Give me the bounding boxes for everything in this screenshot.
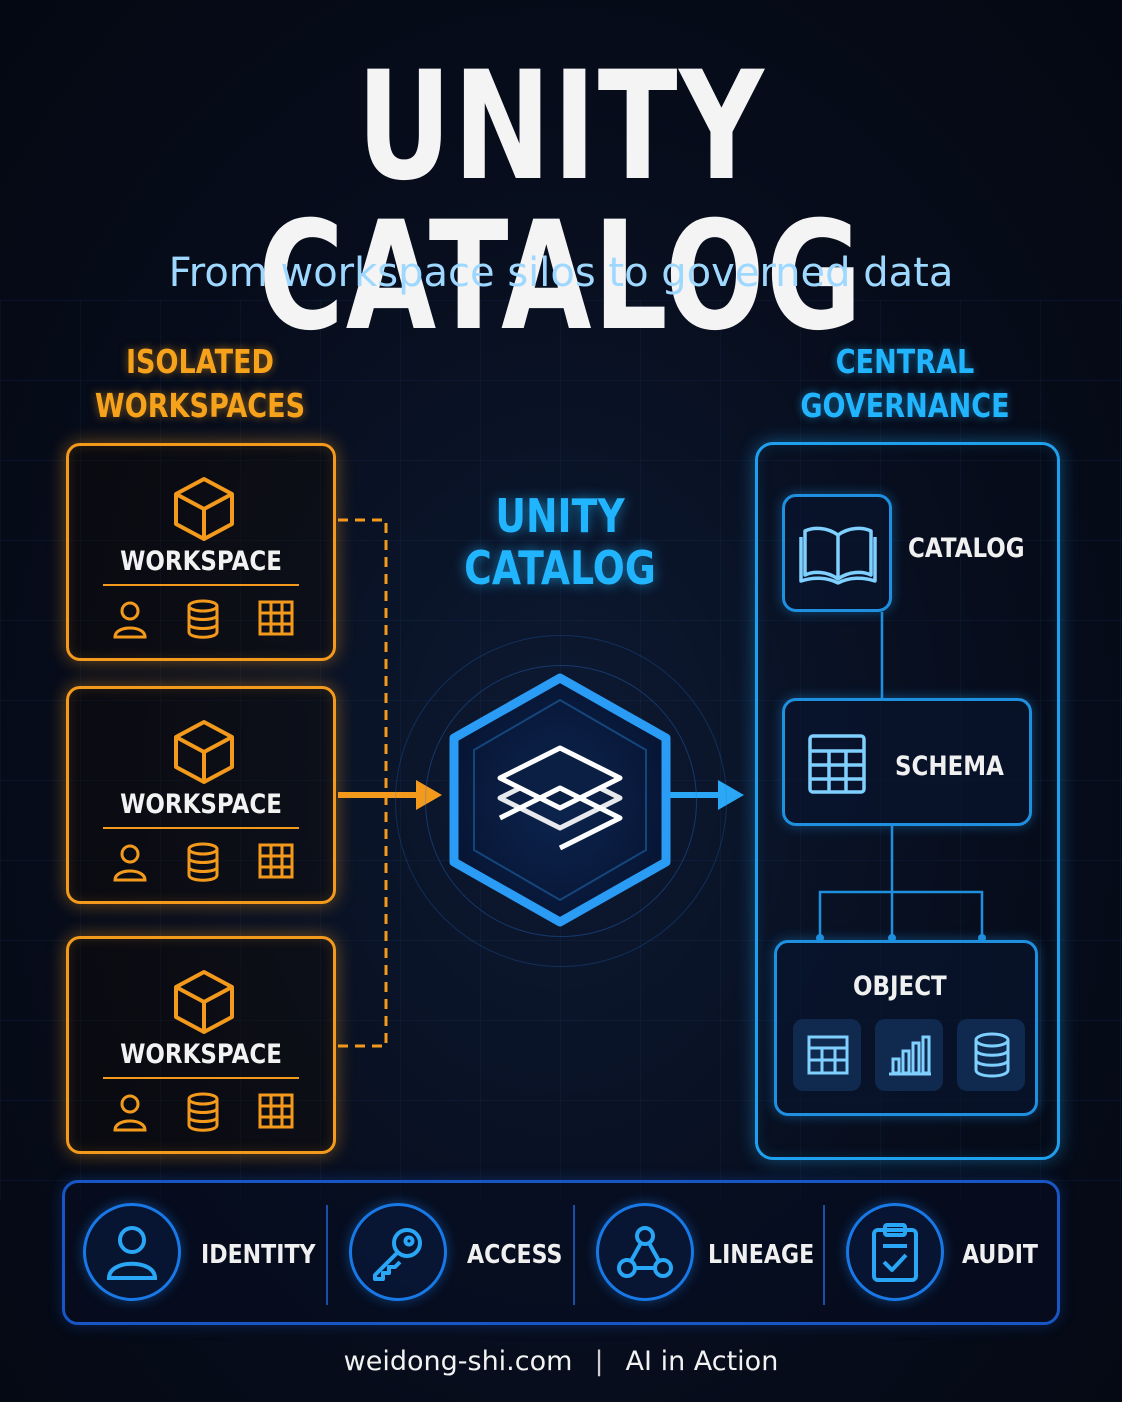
divider xyxy=(103,1077,299,1079)
user-icon xyxy=(113,601,147,639)
pillar-label: IDENTITY xyxy=(201,1240,316,1270)
bar-chart-icon xyxy=(889,1035,931,1076)
pillar-label: ACCESS xyxy=(467,1240,563,1270)
footer-separator: | xyxy=(594,1346,604,1377)
object-label: OBJECT xyxy=(853,971,947,1002)
isolated-workspaces-heading: ISOLATED WORKSPACES xyxy=(69,340,331,428)
heading-line: UNITY xyxy=(495,489,625,543)
heading-line: ISOLATED xyxy=(125,342,275,381)
object-database-tile[interactable] xyxy=(957,1019,1025,1091)
schema-label: SCHEMA xyxy=(895,751,1004,782)
workspace-label: WORKSPACE xyxy=(120,1039,282,1070)
unity-catalog-heading: UNITY CATALOG xyxy=(429,490,691,594)
divider xyxy=(103,827,299,829)
pillar-label: LINEAGE xyxy=(708,1240,815,1270)
person-icon xyxy=(106,1226,158,1280)
object-box[interactable]: OBJECT xyxy=(774,940,1038,1116)
footer: weidong-shi.com | AI in Action xyxy=(0,1346,1122,1377)
page-title: UNITY CATALOG xyxy=(258,40,864,364)
workspace-label: WORKSPACE xyxy=(120,789,282,820)
object-branch-line xyxy=(818,890,984,938)
object-table-tile[interactable] xyxy=(793,1019,861,1091)
unity-catalog-hub[interactable] xyxy=(395,630,727,970)
object-chart-tile[interactable] xyxy=(875,1019,943,1091)
page-subtitle: From workspace silos to governed data xyxy=(168,250,954,296)
governance-pillars-bar: IDENTITY ACCESS LINEAGE AUDIT xyxy=(62,1180,1060,1325)
catalog-box[interactable] xyxy=(782,494,892,612)
cube-icon xyxy=(174,477,234,541)
table-icon xyxy=(258,843,294,879)
database-icon xyxy=(187,599,219,639)
key-icon xyxy=(373,1228,422,1281)
footer-tagline: AI in Action xyxy=(625,1346,779,1377)
pillar-access[interactable]: ACCESS xyxy=(329,1183,573,1322)
pillar-lineage[interactable]: LINEAGE xyxy=(576,1183,822,1322)
database-icon xyxy=(187,842,219,882)
central-governance-heading: CENTRAL GOVERNANCE xyxy=(774,340,1036,428)
heading-line: GOVERNANCE xyxy=(800,386,1010,425)
clipboard-check-icon xyxy=(872,1223,918,1282)
table-icon xyxy=(258,600,294,636)
workspace-card[interactable]: WORKSPACE xyxy=(66,936,336,1154)
catalog-label: CATALOG xyxy=(908,533,1025,564)
book-icon xyxy=(799,526,877,585)
access-icon-circle xyxy=(349,1203,447,1301)
workspace-card[interactable]: WORKSPACE xyxy=(66,686,336,904)
halo-ring xyxy=(425,665,697,937)
dashed-connector-top xyxy=(338,518,388,1048)
pillar-divider xyxy=(573,1205,575,1305)
table-icon xyxy=(807,1035,849,1075)
pillar-label: AUDIT xyxy=(962,1240,1039,1270)
pillar-identity[interactable]: IDENTITY xyxy=(65,1183,325,1322)
heading-line: CATALOG xyxy=(464,541,656,595)
pillar-divider xyxy=(823,1205,825,1305)
user-icon xyxy=(113,844,147,882)
workspace-label: WORKSPACE xyxy=(120,546,282,577)
workspace-card[interactable]: WORKSPACE xyxy=(66,443,336,661)
table-icon xyxy=(258,1093,294,1129)
lineage-icon-circle xyxy=(596,1203,694,1301)
hexagon-layers-icon xyxy=(449,673,671,927)
governance-panel xyxy=(755,442,1060,1160)
lineage-graph-icon xyxy=(617,1226,673,1278)
pillar-divider xyxy=(326,1205,328,1305)
heading-line: CENTRAL xyxy=(835,342,975,381)
schema-table-icon xyxy=(808,734,866,794)
database-icon xyxy=(974,1032,1010,1078)
halo-ring xyxy=(395,635,727,967)
footer-site[interactable]: weidong-shi.com xyxy=(343,1346,573,1377)
pillar-audit[interactable]: AUDIT xyxy=(826,1183,1060,1322)
heading-line: WORKSPACES xyxy=(94,386,306,425)
database-icon xyxy=(187,1092,219,1132)
divider xyxy=(103,584,299,586)
cube-icon xyxy=(174,970,234,1034)
identity-icon-circle xyxy=(83,1203,181,1301)
schema-box[interactable]: SCHEMA xyxy=(782,698,1032,826)
cube-icon xyxy=(174,720,234,784)
audit-icon-circle xyxy=(846,1203,944,1301)
user-icon xyxy=(113,1094,147,1132)
